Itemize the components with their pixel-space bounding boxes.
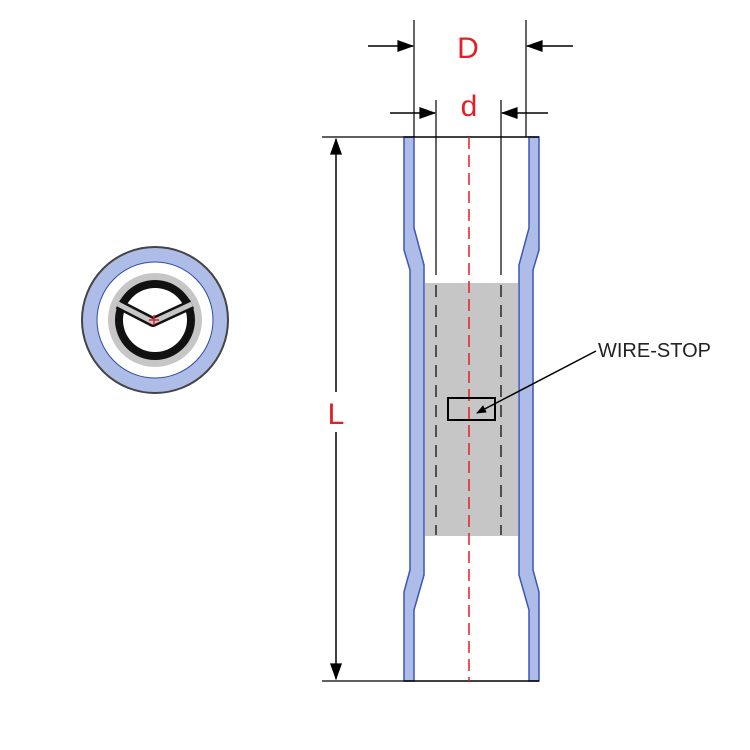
dimensions: D d L bbox=[322, 20, 573, 682]
end-view bbox=[81, 246, 229, 394]
length-label: L bbox=[328, 398, 345, 431]
outer-diameter-label: D bbox=[457, 32, 479, 65]
right-insulation-wall bbox=[518, 136, 540, 682]
left-insulation-wall bbox=[403, 136, 425, 682]
metal-barrel bbox=[425, 283, 518, 536]
wire-stop bbox=[447, 397, 496, 421]
end-view-center-mark bbox=[149, 315, 159, 325]
end-view-wire-stop-v-fill bbox=[116, 301, 194, 325]
wire-stop-label: WIRE-STOP bbox=[598, 340, 711, 362]
wire-stop-callout: WIRE-STOP bbox=[476, 340, 711, 414]
inner-diameter-label: d bbox=[461, 90, 478, 123]
side-view bbox=[403, 136, 540, 682]
wire-stop-leader bbox=[476, 350, 597, 414]
l-label-background bbox=[322, 392, 350, 432]
